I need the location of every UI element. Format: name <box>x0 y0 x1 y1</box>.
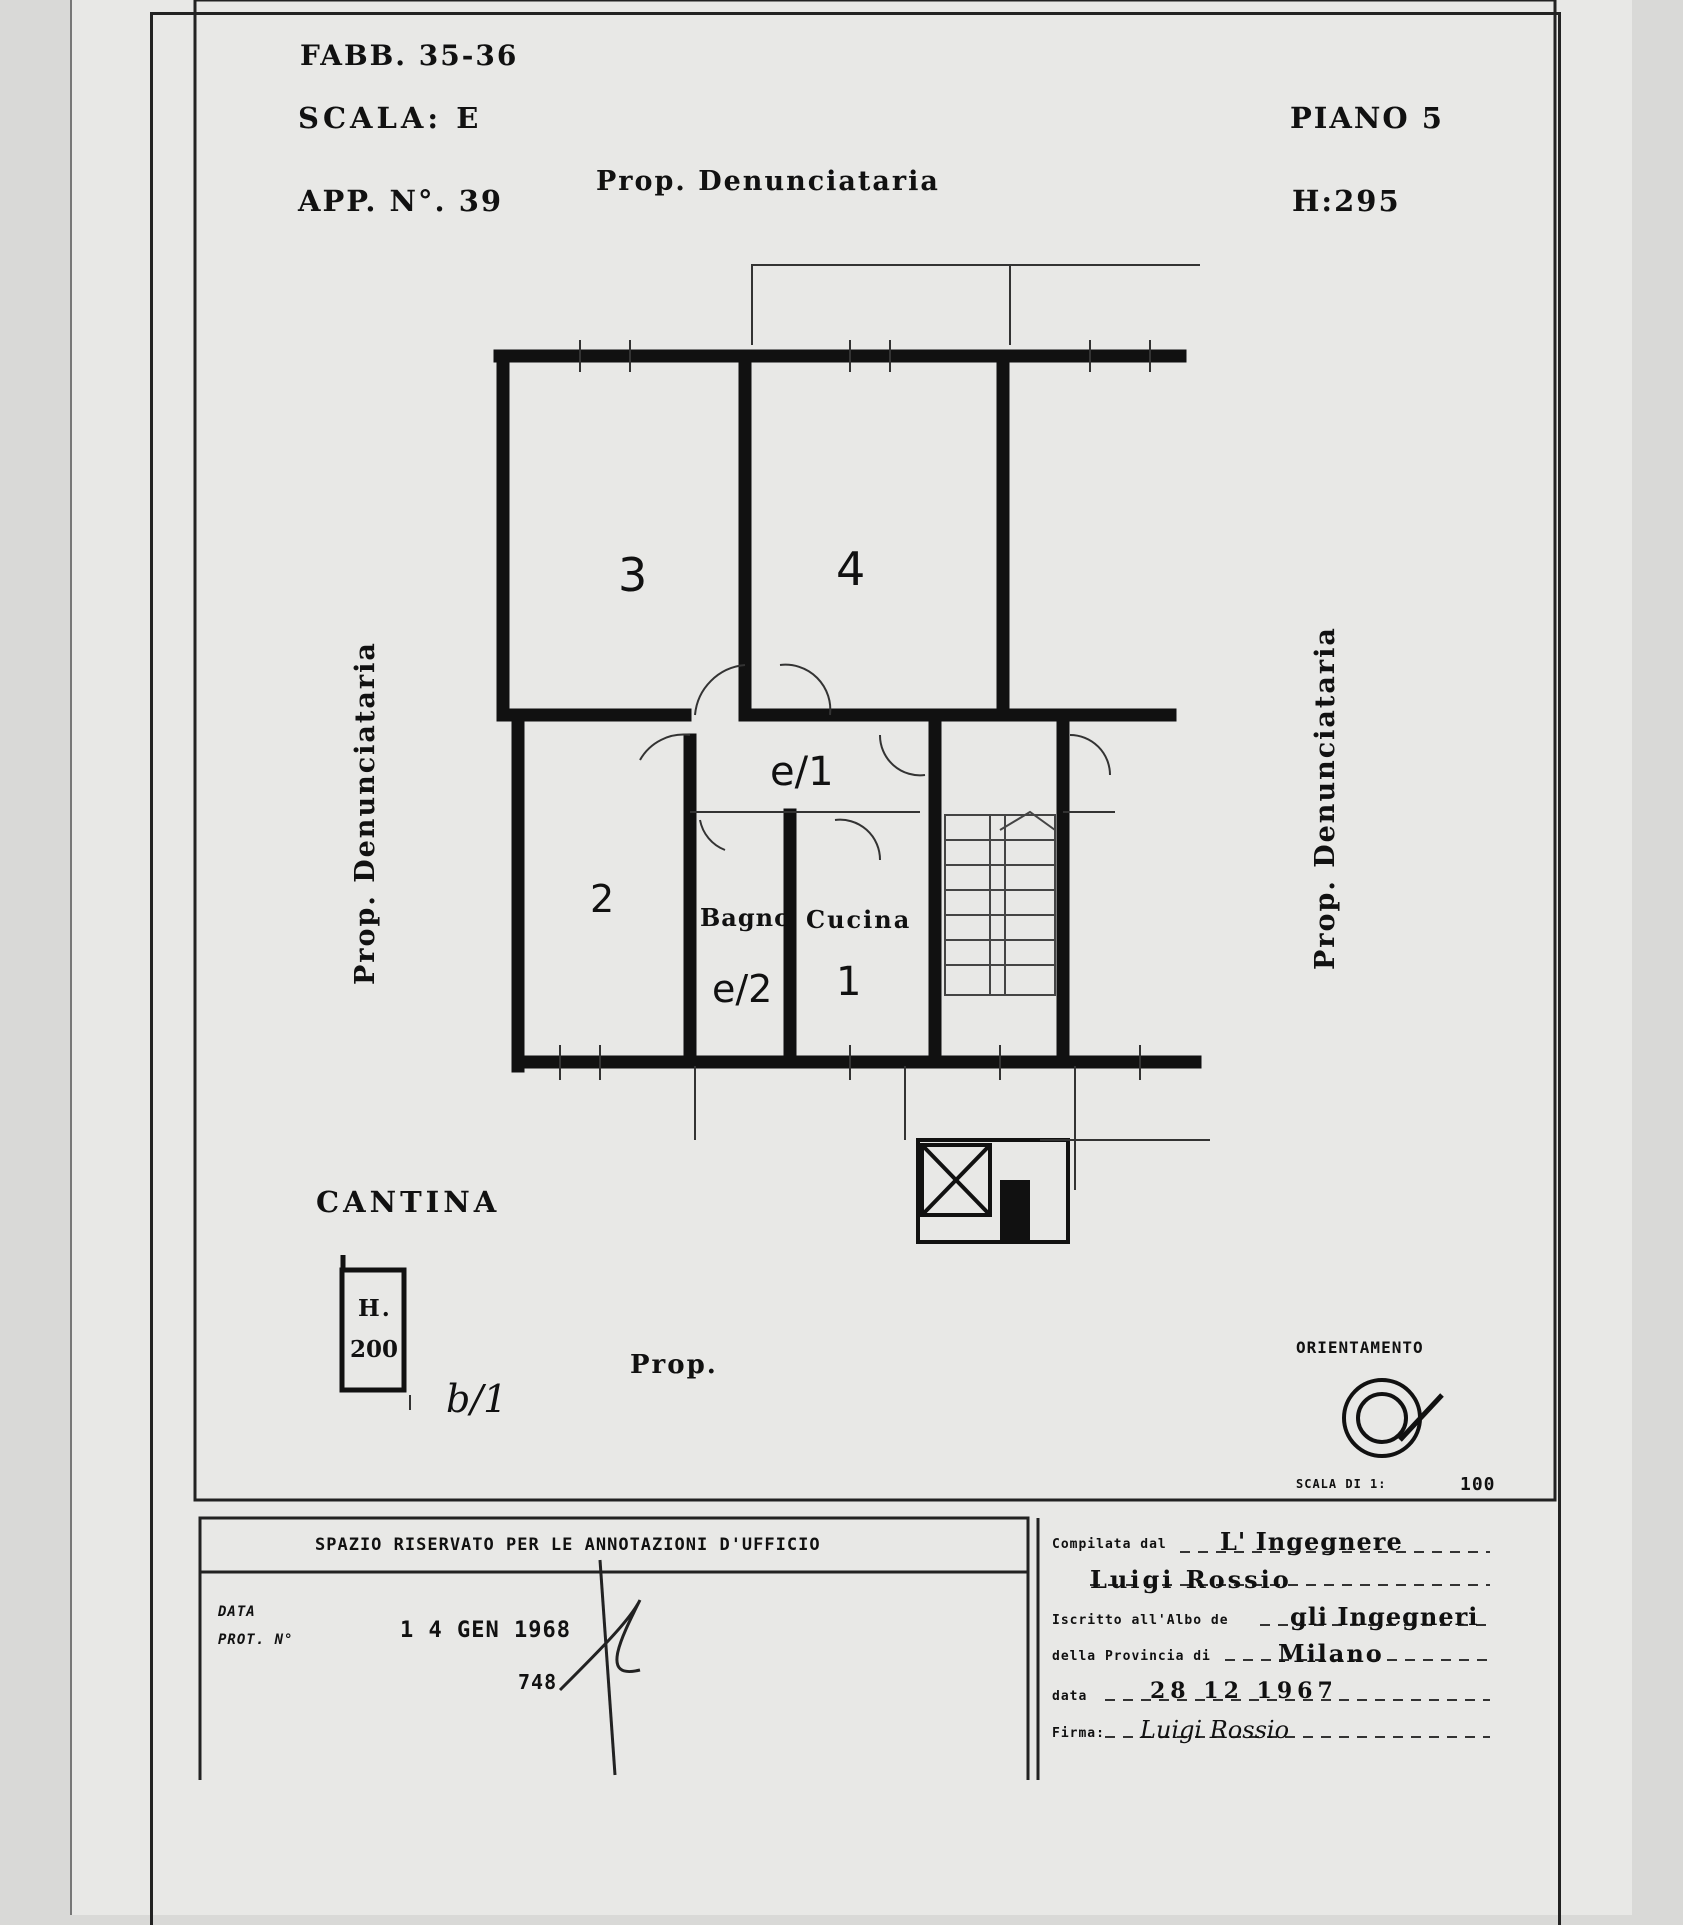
fabb-label: FABB. 35-36 <box>300 39 519 72</box>
owner-right: Prop. Denunciataria <box>1310 626 1341 970</box>
document-sheet <box>70 0 1632 1915</box>
iscritto-label: Iscritto all'Albo de <box>1052 1613 1229 1628</box>
scala-label: SCALA: E <box>298 101 483 135</box>
provincia-label: della Provincia di <box>1052 1649 1211 1664</box>
provincia-value: Milano <box>1278 1639 1384 1668</box>
drawing-frame <box>150 12 1561 1925</box>
room-2-label: 2 <box>590 877 615 921</box>
signature: Luigi Rossio <box>1140 1716 1290 1744</box>
room-4-label: 4 <box>836 542 866 596</box>
scale-value: 100 <box>1460 1474 1496 1495</box>
office-prot-label: PROT. N° <box>218 1632 294 1648</box>
owner-left: Prop. Denunciataria <box>350 641 381 985</box>
compilata-label: Compilata dal <box>1052 1537 1167 1552</box>
disimpegno-label: e/1 <box>770 749 834 795</box>
room-3-label: 3 <box>618 548 648 602</box>
data-value: 28 12 1967 <box>1150 1678 1338 1704</box>
cantina-h-label: H. <box>358 1295 392 1322</box>
albo-value: gli Ingegneri <box>1290 1602 1479 1631</box>
cantina-prop: Prop. <box>630 1350 718 1380</box>
office-prot-value: 748 <box>518 1670 558 1694</box>
room-1-label: 1 <box>836 959 862 1005</box>
bagno-label: Bagno <box>700 903 792 932</box>
office-data-label: DATA <box>218 1604 256 1620</box>
office-date-stamp: 1 4 GEN 1968 <box>400 1618 571 1643</box>
compiler-title: L' Ingegnere <box>1220 1527 1403 1556</box>
cucina-label: Cucina <box>806 905 912 934</box>
cantina-title: CANTINA <box>316 1185 501 1219</box>
office-box-title: SPAZIO RISERVATO PER LE ANNOTAZIONI D'UF… <box>315 1535 821 1555</box>
piano-label: PIANO 5 <box>1290 101 1444 135</box>
cantina-ref: b/1 <box>446 1377 508 1421</box>
cantina-h-value: 200 <box>350 1336 399 1363</box>
owner-top: Prop. Denunciataria <box>596 166 940 197</box>
compass-label: ORIENTAMENTO <box>1296 1338 1424 1357</box>
scale-label: SCALA DI 1: <box>1296 1477 1387 1491</box>
app-label: APP. N°. 39 <box>298 184 504 218</box>
height-label: H:295 <box>1292 184 1401 218</box>
compiler-name: Luigi Rossio <box>1090 1565 1292 1594</box>
bagno-ref-label: e/2 <box>712 967 773 1011</box>
data-label: data <box>1052 1689 1088 1704</box>
firma-label: Firma: <box>1052 1726 1105 1741</box>
